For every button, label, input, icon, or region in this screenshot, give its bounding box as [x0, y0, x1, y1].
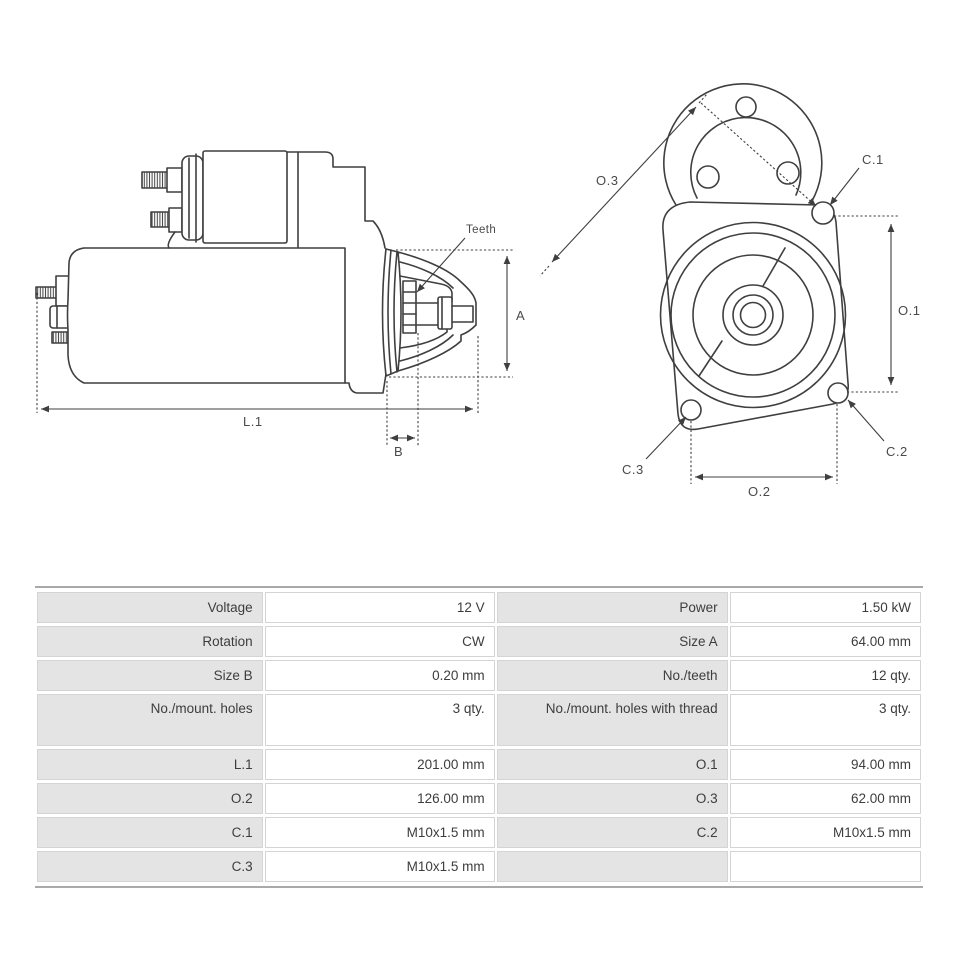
- spec-label: C.1: [37, 817, 263, 848]
- spec-value: 94.00 mm: [729, 749, 921, 780]
- spec-value: M10x1.5 mm: [264, 851, 495, 882]
- spec-value: 126.00 mm: [264, 783, 495, 814]
- spec-label: Power: [496, 592, 728, 623]
- spec-label: [496, 851, 728, 882]
- c3-dimension-label: C.3: [622, 462, 644, 477]
- spec-label: L.1: [37, 749, 263, 780]
- spec-value: 3 qty.: [729, 694, 921, 746]
- spec-value: 3 qty.: [264, 694, 495, 746]
- table-row: O.2 126.00 mm O.3 62.00 mm: [37, 783, 921, 814]
- table-row: Size B 0.20 mm No./teeth 12 qty.: [37, 660, 921, 691]
- mount-hole-c3: [680, 399, 702, 421]
- pinion-gear: [402, 280, 474, 334]
- spec-label: O.2: [37, 783, 263, 814]
- spec-table-container: Voltage 12 V Power 1.50 kW Rotation CW S…: [35, 586, 923, 888]
- spec-value: 0.20 mm: [264, 660, 495, 691]
- spec-value: M10x1.5 mm: [264, 817, 495, 848]
- spec-label: Rotation: [37, 626, 263, 657]
- spec-label: No./mount. holes: [37, 694, 263, 746]
- spec-label: Size B: [37, 660, 263, 691]
- teeth-dimension-label: Teeth: [466, 224, 496, 236]
- gasket-arch: [663, 83, 823, 206]
- spec-label: No./mount. holes with thread: [496, 694, 728, 746]
- motor-body: [66, 247, 346, 384]
- c2-dimension-label: C.2: [886, 444, 908, 459]
- c1-dimension-label: C.1: [862, 152, 884, 167]
- spec-value: 1.50 kW: [729, 592, 921, 623]
- spec-value: 64.00 mm: [729, 626, 921, 657]
- mount-hole-c2: [827, 382, 849, 404]
- spec-label: C.3: [37, 851, 263, 882]
- o2-dimension-label: O.2: [748, 484, 770, 499]
- length-l1-dimension-label: L.1: [243, 414, 263, 429]
- table-row: No./mount. holes 3 qty. No./mount. holes…: [37, 694, 921, 746]
- bell-housing: [397, 251, 477, 372]
- side-view-drawing: [35, 150, 477, 394]
- spec-label: Voltage: [37, 592, 263, 623]
- spec-label: O.3: [496, 783, 728, 814]
- spec-table: Voltage 12 V Power 1.50 kW Rotation CW S…: [35, 589, 923, 885]
- size-b-dimension-label: B: [394, 444, 403, 459]
- spec-value: CW: [264, 626, 495, 657]
- mount-hole-c1: [811, 201, 835, 225]
- size-a-dimension-label: A: [516, 308, 525, 323]
- solenoid: [141, 150, 288, 249]
- table-row: C.1 M10x1.5 mm C.2 M10x1.5 mm: [37, 817, 921, 848]
- table-row: L.1 201.00 mm O.1 94.00 mm: [37, 749, 921, 780]
- spec-label: O.1: [496, 749, 728, 780]
- starter-motor-technical-drawing: Teeth A L.1 B: [35, 83, 920, 499]
- spec-value: 12 V: [264, 592, 495, 623]
- o3-dimension-label: O.3: [596, 173, 618, 188]
- side-view-dimensions: [36, 237, 513, 446]
- spec-value: 62.00 mm: [729, 783, 921, 814]
- spec-value: 12 qty.: [729, 660, 921, 691]
- spec-value: M10x1.5 mm: [729, 817, 921, 848]
- terminal-studs-left: [35, 275, 73, 344]
- spec-label: Size A: [496, 626, 728, 657]
- flange-ring: [381, 248, 399, 377]
- spec-value: 201.00 mm: [264, 749, 495, 780]
- table-row: Voltage 12 V Power 1.50 kW: [37, 592, 921, 623]
- table-row: C.3 M10x1.5 mm: [37, 851, 921, 882]
- spec-table-body: Voltage 12 V Power 1.50 kW Rotation CW S…: [37, 592, 921, 882]
- front-view-dimensions: [539, 93, 899, 484]
- table-row: Rotation CW Size A 64.00 mm: [37, 626, 921, 657]
- front-view-drawing: [659, 83, 850, 431]
- spec-label: C.2: [496, 817, 728, 848]
- o1-dimension-label: O.1: [898, 303, 920, 318]
- spec-label: No./teeth: [496, 660, 728, 691]
- spec-value: [729, 851, 921, 882]
